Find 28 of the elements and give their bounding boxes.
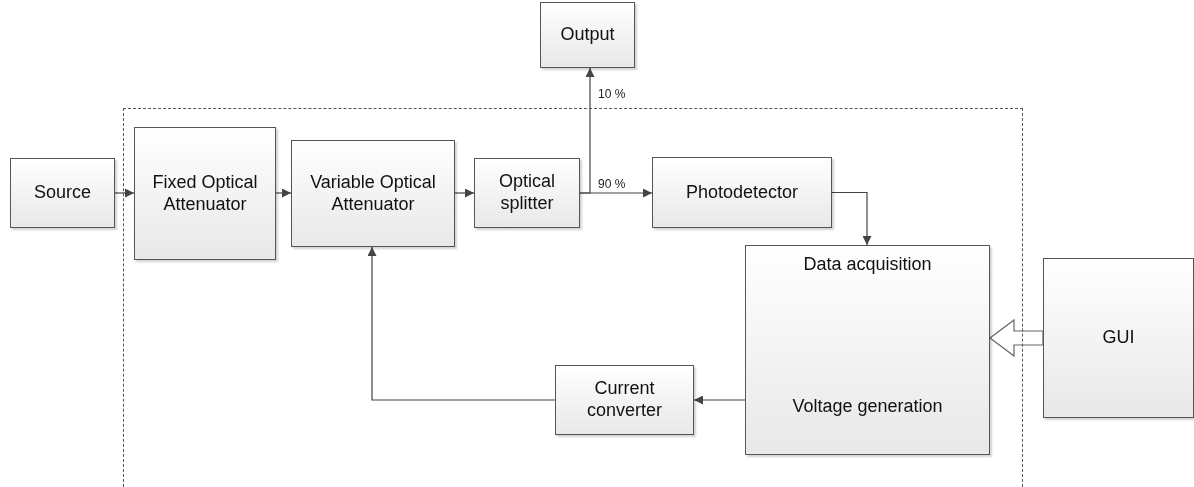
box-label: Photodetector (684, 181, 800, 204)
box-label: Optical splitter (498, 171, 556, 215)
arrow (579, 188, 653, 198)
box-label: Fixed Optical Attenuator (151, 171, 259, 216)
box-label: GUI (1101, 327, 1136, 349)
box-label: Variable Optical Attenuator (309, 171, 437, 216)
process-box (291, 140, 455, 247)
box-label: Output (559, 24, 616, 46)
box-label: Data acquisition (802, 254, 933, 276)
dashed-boundary (123, 108, 1023, 487)
box-label: Source (32, 182, 92, 204)
arrow (275, 188, 292, 198)
box-label: Voltage generation (791, 396, 944, 418)
arrow (693, 395, 746, 405)
arrow (114, 188, 135, 198)
box-label: Current converter (585, 378, 663, 422)
process-box (1043, 258, 1194, 418)
arrow (367, 246, 556, 401)
process-box (652, 157, 832, 228)
arrow (454, 188, 475, 198)
block-arrow (989, 318, 1044, 358)
process-box (10, 158, 115, 228)
process-box (474, 158, 580, 228)
process-box (555, 365, 694, 435)
process-box (540, 2, 635, 68)
process-box (745, 245, 990, 455)
arrow (831, 191, 872, 246)
process-box (134, 127, 276, 260)
